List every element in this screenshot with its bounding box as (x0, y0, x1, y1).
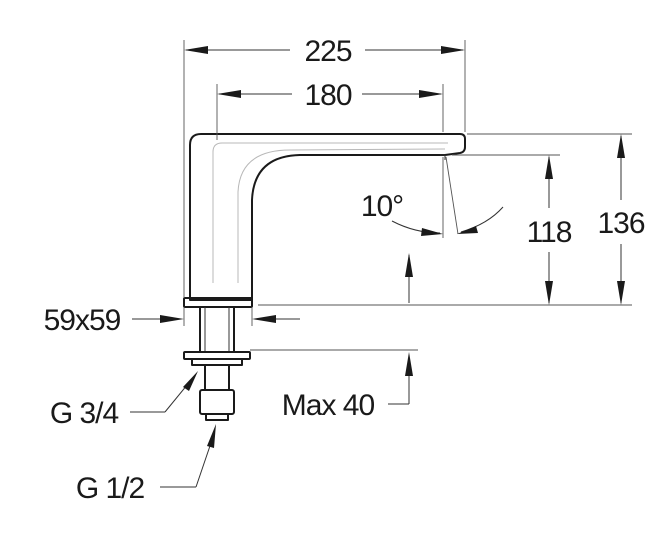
spout-angle-label: 10° (361, 190, 403, 223)
spout-height-label: 118 (527, 216, 572, 249)
dimension-overall-length: 225 (183, 35, 466, 298)
overall-length-label: 225 (304, 35, 351, 68)
dimension-overall-height: 136 (467, 133, 646, 305)
dimension-spout-height: 118 (258, 154, 632, 306)
faucet-spout (189, 133, 466, 301)
mounting-shank (183, 306, 251, 421)
thread-large-callout: G 3/4 (50, 371, 198, 430)
thread-large-label: G 3/4 (50, 397, 119, 430)
base-size-label: 59x59 (44, 304, 121, 337)
dimension-spout-length: 180 (216, 79, 444, 140)
max-thickness-label: Max 40 (282, 389, 375, 422)
dimension-base-size: 59x59 (44, 304, 300, 337)
thread-small-label: G 1/2 (76, 472, 145, 505)
spout-length-label: 180 (304, 79, 351, 112)
dimension-spout-angle: 10° (361, 156, 504, 238)
dimension-max-thickness: Max 40 (250, 349, 418, 422)
thread-small-callout: G 1/2 (76, 424, 216, 505)
overall-height-label: 136 (597, 207, 644, 240)
